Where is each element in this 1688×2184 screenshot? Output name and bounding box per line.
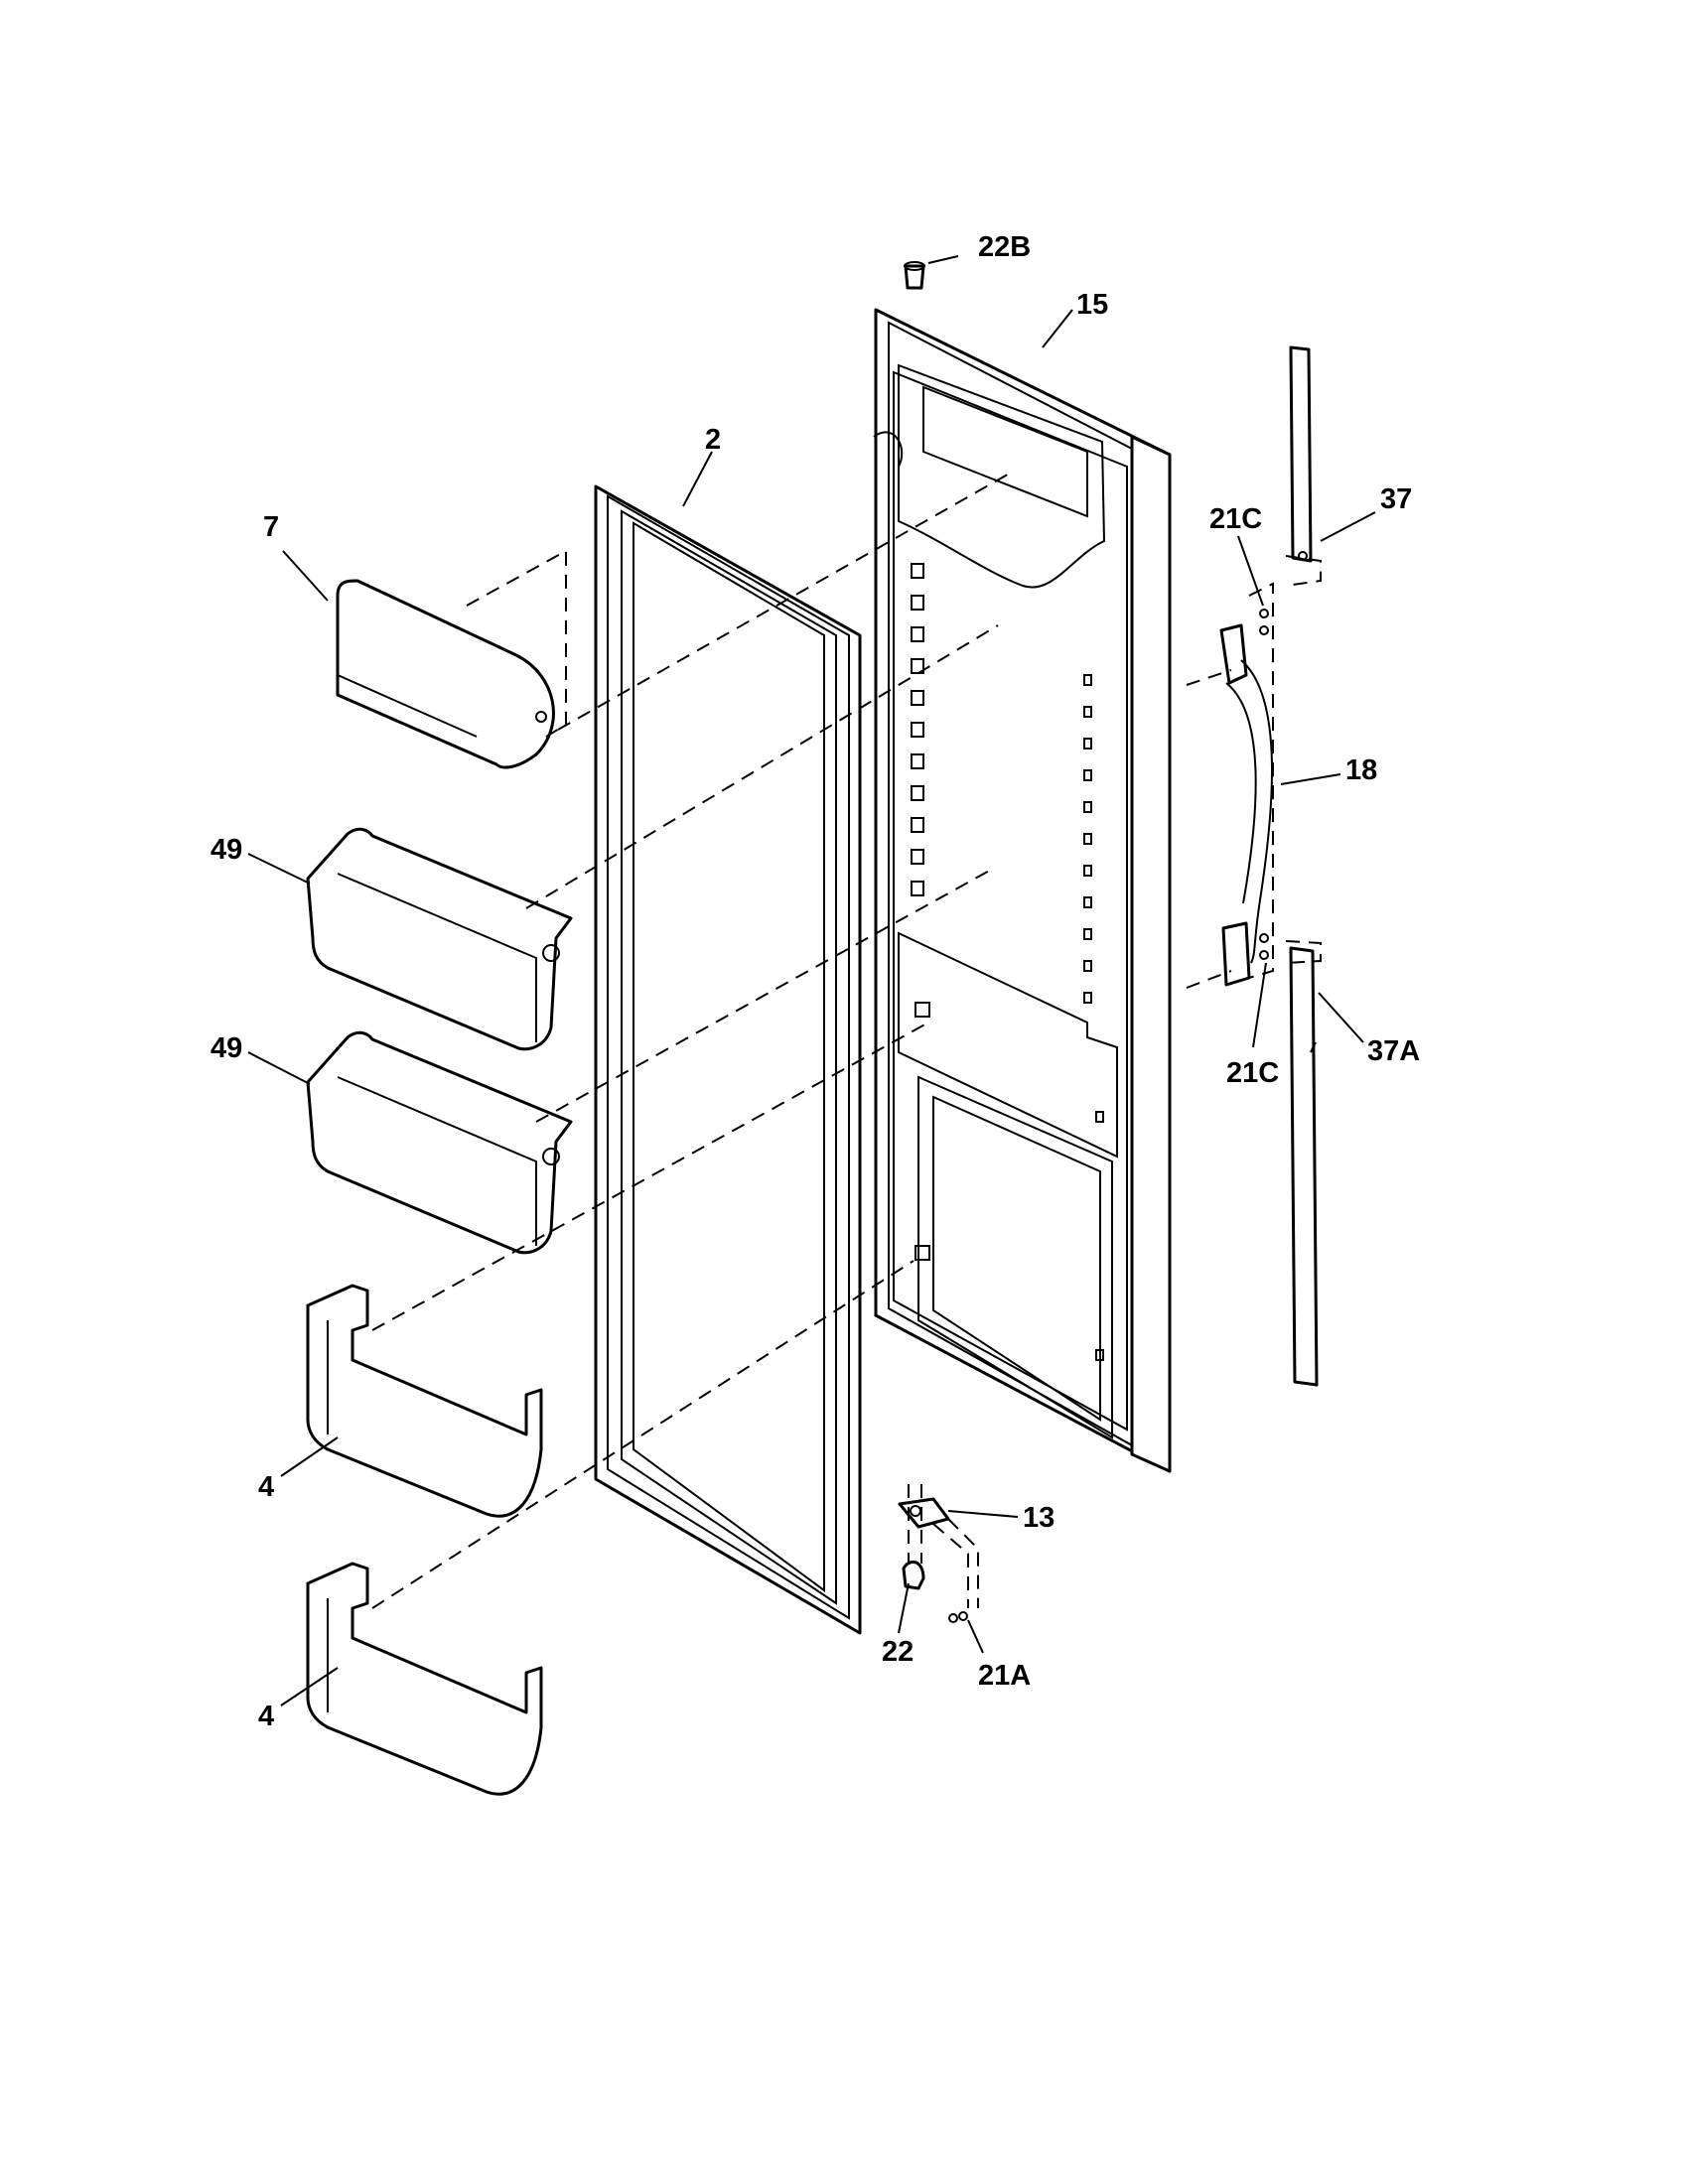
callout-21c-top: 21C [1209, 503, 1262, 535]
callout-22b: 22B [978, 231, 1031, 263]
callout-13: 13 [1023, 1502, 1055, 1534]
door-bin-lower [306, 1030, 573, 1255]
callout-37: 37 [1380, 483, 1412, 515]
door-shelf-lower [306, 1562, 543, 1796]
door-bin-upper [306, 827, 573, 1051]
callout-49-upper: 49 [211, 834, 242, 866]
callout-4-upper: 4 [258, 1471, 274, 1503]
dairy-door-bin [336, 579, 555, 769]
shelf-supports-right [1083, 674, 1092, 1004]
hinge-bushing [904, 261, 925, 290]
door-assembly [873, 308, 1172, 1473]
callout-labels: 22B 15 2 7 37 21C 18 49 49 37A 21C 4 13 … [211, 231, 1420, 1732]
callout-15: 15 [1076, 289, 1108, 321]
callout-37a: 37A [1367, 1035, 1420, 1067]
callout-7: 7 [263, 511, 279, 543]
door-handle [1219, 623, 1274, 987]
callout-21c-bottom: 21C [1226, 1057, 1279, 1089]
bottom-hinge [898, 1497, 950, 1529]
callout-4-lower: 4 [258, 1701, 274, 1732]
leader-lines [247, 255, 1376, 1706]
assembly-lines [371, 471, 1322, 1609]
door-gasket [594, 484, 862, 1635]
screws-21c [1259, 609, 1269, 960]
shelf-supports-left [911, 563, 924, 896]
hinge-pin [902, 1561, 925, 1590]
callout-21a: 21A [978, 1660, 1031, 1692]
handle-trim-bottom [1289, 946, 1319, 1387]
callout-49-lower: 49 [211, 1032, 242, 1064]
door-shelf-upper [306, 1284, 543, 1518]
callout-22: 22 [882, 1636, 914, 1668]
callout-2: 2 [705, 424, 721, 456]
screws-21a [948, 1611, 968, 1623]
callout-18: 18 [1345, 754, 1377, 786]
handle-trim-top [1289, 345, 1313, 563]
